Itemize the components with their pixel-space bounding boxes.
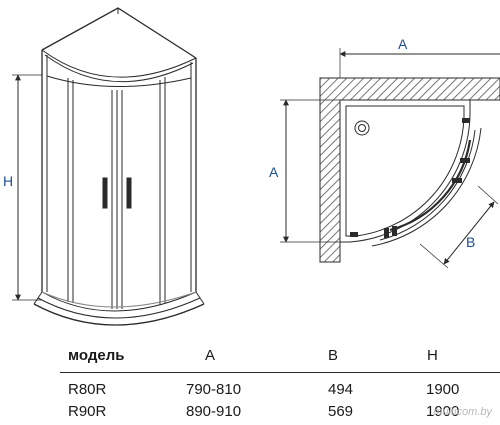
width-a-label: A — [398, 36, 408, 52]
shower-enclosure-diagram: H A A — [3, 7, 500, 326]
spec-table: модель A B H R80R 790-810 494 1900 R90R … — [0, 340, 500, 420]
door-handle-right-icon — [126, 177, 132, 209]
door-b-label: B — [466, 234, 475, 250]
drain-icon — [354, 120, 370, 136]
watermark: multicom.by — [433, 406, 492, 418]
cell-a: 790-810 — [186, 381, 242, 398]
header-b: B — [328, 347, 339, 364]
height-dimension: H — [3, 74, 42, 301]
cell-h: 1900 — [426, 381, 460, 398]
height-label: H — [3, 173, 13, 189]
depth-a-label: A — [269, 164, 279, 180]
cell-model: R90R — [68, 403, 107, 420]
door-handle-left-icon — [102, 177, 108, 209]
header-a: A — [205, 347, 216, 364]
cell-b: 569 — [328, 403, 354, 420]
cell-a: 890-910 — [186, 403, 242, 420]
header-h: H — [427, 347, 438, 364]
cell-h: 1900 — [426, 403, 460, 420]
table-row: R90R 890-910 569 1900 — [0, 403, 500, 425]
table-divider — [60, 372, 500, 373]
plan-view: A A B — [269, 36, 500, 269]
hardware-markers — [350, 118, 470, 238]
table-row: R80R 790-810 494 1900 — [0, 381, 500, 403]
spec-table-header: модель A B H — [0, 347, 500, 369]
header-model: модель — [68, 347, 125, 364]
cell-b: 494 — [328, 381, 354, 398]
enclosure-3d-view — [33, 7, 205, 326]
cell-model: R80R — [68, 381, 107, 398]
